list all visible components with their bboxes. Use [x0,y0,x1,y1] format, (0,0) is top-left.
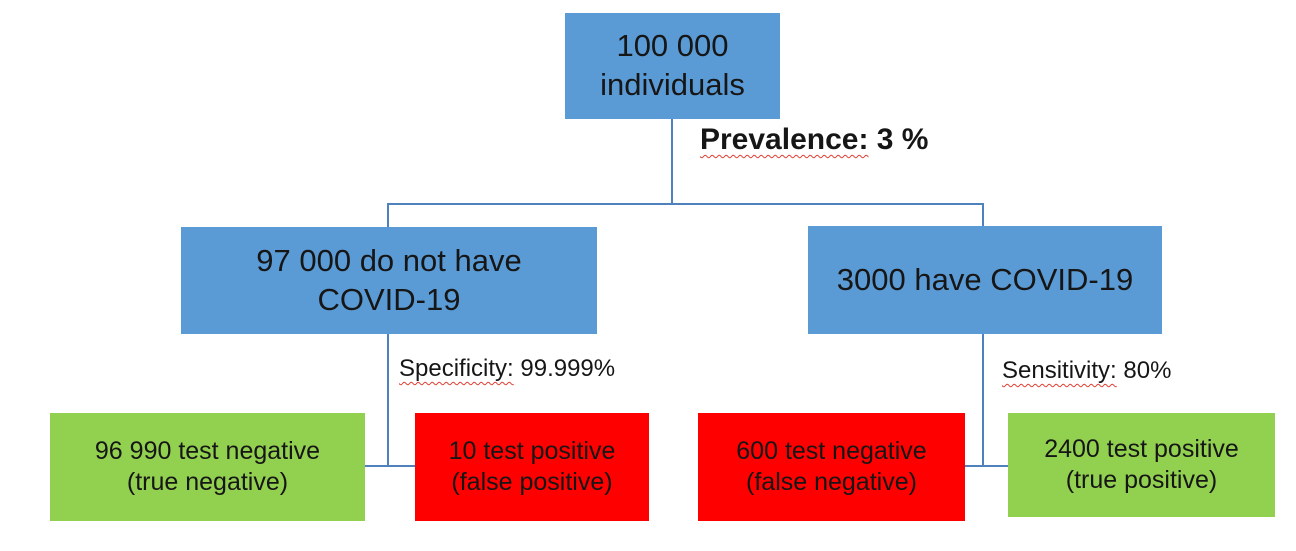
connector-branch-left-drop [387,203,389,227]
prevalence-label: Prevalence: 3 % [700,123,928,157]
connector-right-stem [982,334,984,467]
connector-left-stem [387,334,389,467]
specificity-label: Specificity: 99.999% [399,355,615,383]
node-false-negative: 600 test negative (false negative) [698,413,965,521]
node-false-positive: 10 test positive (false positive) [415,413,649,521]
connector-left-tick [365,465,415,467]
connector-right-tick [965,465,1008,467]
connector-root-stem [671,119,673,205]
specificity-term: Specificity: [399,355,514,382]
node-true-negative: 96 990 test negative (true negative) [50,413,365,521]
node-have-covid: 3000 have COVID-19 [808,226,1162,334]
sensitivity-label: Sensitivity: 80% [1002,357,1171,385]
node-100000-individuals: 100 000 individuals [565,13,780,119]
node-true-positive: 2400 test positive (true positive) [1008,413,1275,517]
connector-branch-right-drop [982,203,984,226]
node-no-covid: 97 000 do not have COVID-19 [181,227,597,334]
sensitivity-term: Sensitivity: [1002,357,1117,384]
connector-branch-horizontal [387,203,984,205]
prevalence-value: 3 % [868,123,929,156]
specificity-value: 99.999% [513,355,616,382]
sensitivity-value: 80% [1116,357,1172,384]
prevalence-term: Prevalence: [700,123,869,156]
